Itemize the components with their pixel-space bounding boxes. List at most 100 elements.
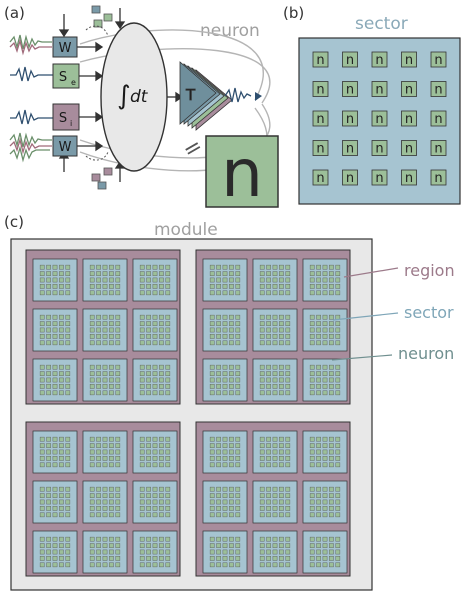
neuron-cell <box>266 506 271 511</box>
neuron-cell <box>102 493 108 498</box>
neuron-cell <box>266 486 271 492</box>
neuron-cell <box>89 449 95 455</box>
neuron-cell <box>316 449 321 455</box>
sector <box>32 308 78 352</box>
neuron-cell <box>216 462 221 468</box>
sector-neuron-cell: n <box>342 140 358 157</box>
neuron-cell <box>272 371 278 376</box>
neuron-cell <box>109 340 114 346</box>
neuron-cell <box>46 314 51 320</box>
neuron-cell <box>322 486 328 492</box>
neuron-cell <box>229 449 234 455</box>
region-callout-line <box>343 267 399 278</box>
neuron-cell <box>102 334 108 339</box>
neuron-cell <box>222 384 228 389</box>
neuron-cell <box>159 284 164 289</box>
neuron-cell <box>216 499 221 505</box>
neuron-cell <box>209 321 215 326</box>
sector <box>302 308 348 352</box>
neuron-cell <box>159 512 164 518</box>
neuron-cell <box>285 390 291 396</box>
neuron-cell <box>272 562 278 568</box>
sector-neuron-symbol: n <box>434 112 442 127</box>
neuron-cell <box>139 384 145 389</box>
module-regions <box>25 249 351 577</box>
neuron-cell <box>102 512 108 518</box>
sector-neuron-symbol: n <box>346 171 354 186</box>
neuron-cell <box>266 321 271 326</box>
sector <box>82 258 128 302</box>
neuron-cell <box>46 321 51 326</box>
neuron-cell <box>209 377 215 383</box>
neuron-cell <box>222 436 228 442</box>
neuron-cell <box>65 543 71 548</box>
neuron-cell <box>316 506 321 511</box>
neuron-cell <box>39 436 45 442</box>
neuron-cell <box>229 562 234 568</box>
neuron-cell <box>115 549 121 555</box>
neuron-cell <box>222 536 228 542</box>
neuron-cell <box>89 290 95 296</box>
neuron-cell <box>329 493 334 498</box>
neuron-cell <box>279 512 284 518</box>
neuron-cell <box>272 499 278 505</box>
neuron-cell <box>39 377 45 383</box>
neuron-cell <box>279 536 284 542</box>
output-arrow <box>255 92 262 101</box>
neuron-cell <box>159 556 164 561</box>
neuron-cell <box>222 506 228 511</box>
neuron-cell <box>159 543 164 548</box>
region <box>195 421 351 577</box>
neuron-cell <box>335 321 341 326</box>
neuron-cell <box>46 449 51 455</box>
neuron-cell <box>322 340 328 346</box>
neuron-cell <box>109 290 114 296</box>
neuron-cell <box>139 549 145 555</box>
neuron-cell <box>216 456 221 461</box>
neuron-cell <box>139 562 145 568</box>
neuron-cell <box>329 449 334 455</box>
neuron-cell <box>139 284 145 289</box>
sector-neuron-symbol: n <box>316 53 324 68</box>
neuron-cell <box>89 493 95 498</box>
neuron-cell <box>335 384 341 389</box>
neuron-cell <box>59 493 64 498</box>
neuron-cell <box>235 384 241 389</box>
neuron-cell <box>335 314 341 320</box>
neuron-cell <box>322 543 328 548</box>
region <box>25 421 181 577</box>
neuron-cell <box>272 334 278 339</box>
neuron-cell <box>102 277 108 283</box>
neuron-cell <box>259 462 265 468</box>
neuron-cell <box>322 384 328 389</box>
neuron-cell <box>285 264 291 270</box>
neuron-cell <box>65 284 71 289</box>
neuron-cell <box>165 462 171 468</box>
neuron-cell <box>309 462 315 468</box>
neuron-cell <box>59 327 64 333</box>
neuron-cell <box>309 377 315 383</box>
integral-dt: dt <box>130 87 149 107</box>
neuron-cell <box>272 340 278 346</box>
neuron-cell <box>102 284 108 289</box>
neuron-cell <box>209 449 215 455</box>
neuron-cell <box>272 377 278 383</box>
neuron-cell <box>159 334 164 339</box>
neuron-cell <box>209 456 215 461</box>
neuron-cell <box>309 443 315 448</box>
neuron-cell <box>102 556 108 561</box>
neuron-cell <box>335 334 341 339</box>
neuron-cell <box>222 512 228 518</box>
neuron-cell <box>209 462 215 468</box>
neuron-cell <box>229 436 234 442</box>
neuron-cell <box>59 462 64 468</box>
neuron-cell <box>146 284 151 289</box>
excitatory-label: S <box>59 70 67 85</box>
neuron-cell <box>165 334 171 339</box>
neuron-cell <box>229 277 234 283</box>
neuron-cell <box>335 340 341 346</box>
neuron-cell <box>52 506 58 511</box>
neuron-cell <box>39 290 45 296</box>
neuron-cell <box>65 499 71 505</box>
neuron-cell <box>89 284 95 289</box>
